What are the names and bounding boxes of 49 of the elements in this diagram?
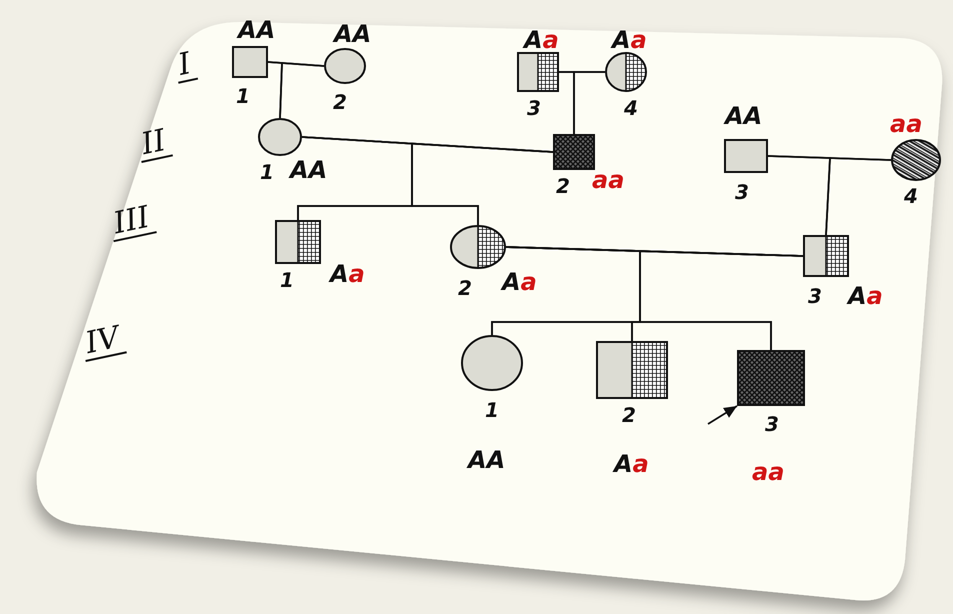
individual-number: 2 xyxy=(622,405,636,425)
genotype-label: Aa xyxy=(502,270,537,294)
carrier-male-square xyxy=(517,52,559,92)
individual-number: 2 xyxy=(333,92,347,112)
carrier-female-circle xyxy=(605,52,647,92)
genotype-label: Aa xyxy=(848,284,883,308)
individual-number: 1 xyxy=(485,400,499,420)
female-circle xyxy=(324,48,366,84)
carrier-male-square xyxy=(275,220,321,264)
genotype-label: Aa xyxy=(330,262,365,286)
genotype-label: AA xyxy=(290,158,328,182)
individual-number: 3 xyxy=(735,182,749,202)
generation-label: II xyxy=(135,125,173,163)
generation-label: I xyxy=(172,48,198,84)
genotype-label: AA xyxy=(468,448,506,472)
genotype-label: Aa xyxy=(614,452,649,476)
carrier-male-square xyxy=(596,341,668,399)
genotype-label: Aa xyxy=(524,28,559,52)
individual-number: 2 xyxy=(458,278,472,298)
individual-number: 1 xyxy=(260,162,274,182)
individual-number: 2 xyxy=(556,176,570,196)
descent-line xyxy=(279,62,324,118)
individual-number: 3 xyxy=(808,286,822,306)
genotype-label: AA xyxy=(334,22,372,46)
individual-number: 4 xyxy=(624,98,638,118)
carrier-female-circle xyxy=(450,225,506,269)
genotype-label: aa xyxy=(592,168,624,192)
male-square xyxy=(724,139,768,173)
individual-number: 4 xyxy=(904,186,918,206)
female-circle xyxy=(258,118,302,156)
individual-number: 1 xyxy=(236,86,250,106)
genotype-label: Aa xyxy=(612,28,647,52)
descent-line xyxy=(573,71,605,134)
genotype-label: AA xyxy=(725,104,762,128)
proband-arrow xyxy=(708,405,738,425)
affected-male-square xyxy=(553,134,595,170)
individual-number: 1 xyxy=(280,270,294,290)
affected-female-circle xyxy=(891,139,941,181)
genotype-label: aa xyxy=(752,460,784,484)
descent-line xyxy=(825,157,892,236)
female-circle xyxy=(461,335,523,391)
carrier-male-square xyxy=(803,235,849,277)
individual-number: 3 xyxy=(765,414,779,434)
affected-male-square xyxy=(737,350,805,406)
genotype-label: aa xyxy=(890,112,922,136)
descent-line xyxy=(411,142,554,225)
male-square xyxy=(232,46,268,78)
individual-number: 3 xyxy=(527,98,541,118)
genotype-label: AA xyxy=(238,18,276,42)
